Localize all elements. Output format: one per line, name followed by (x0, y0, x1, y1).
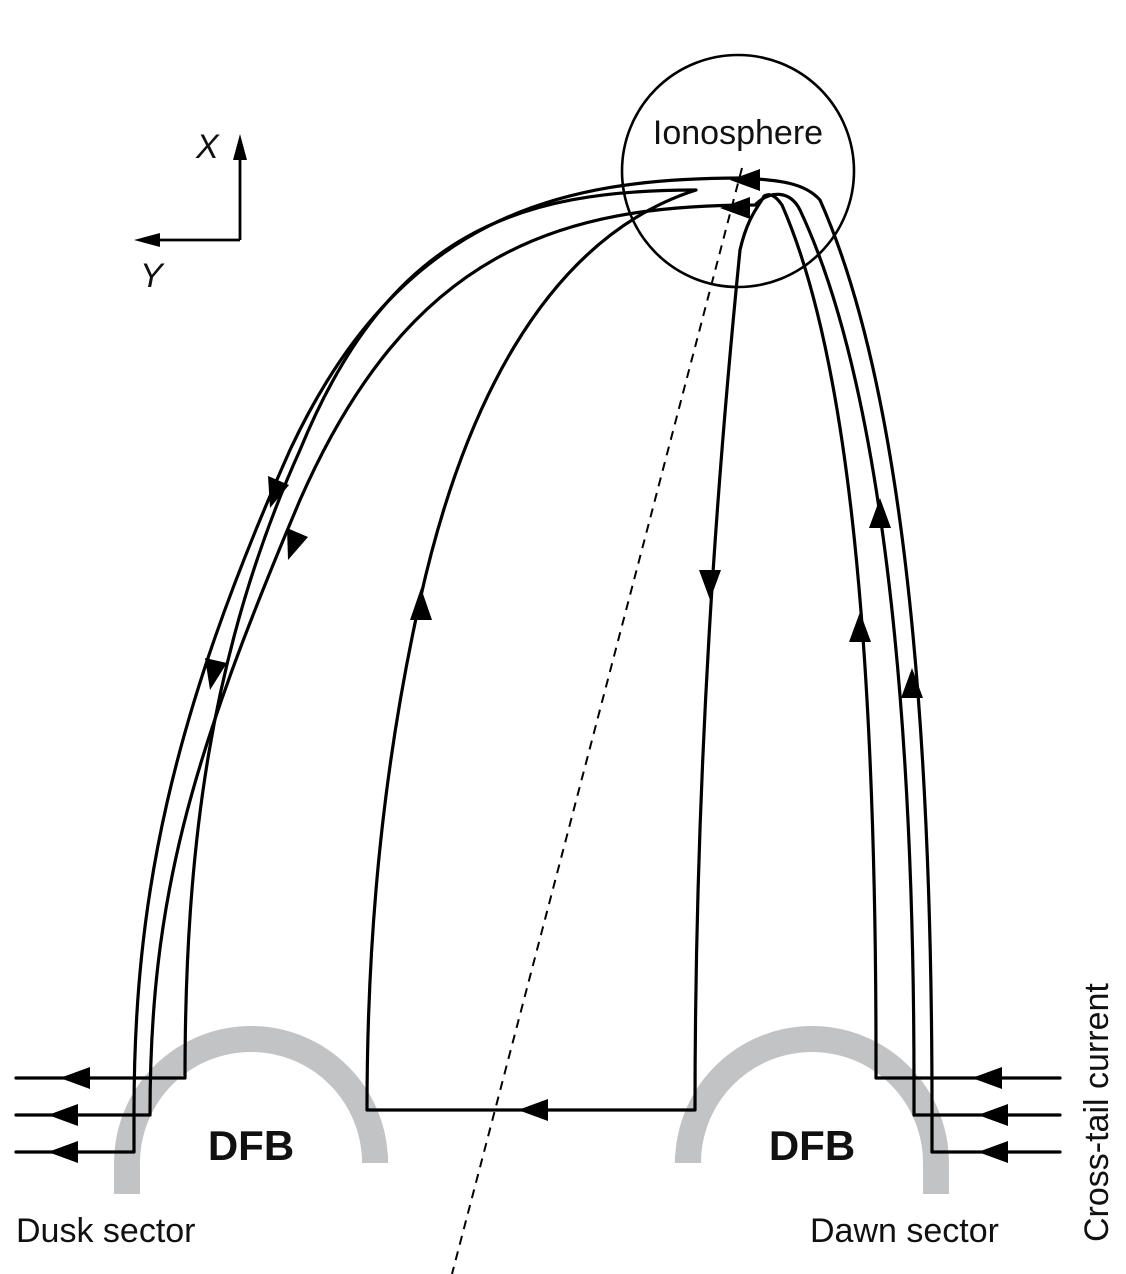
arrow-left-3 (48, 1141, 78, 1163)
arrow-ionosphere-2 (720, 197, 750, 219)
cross-tail-current-label: Cross-tail current (1078, 983, 1116, 1242)
arrow-ionosphere-1 (730, 169, 760, 191)
y-axis-label: Y (140, 257, 165, 295)
arrow-up-right-3 (901, 668, 923, 698)
axes: X Y (134, 128, 247, 295)
arrow-down-inner (699, 570, 721, 600)
dawn-sector-label: Dawn sector (810, 1212, 999, 1250)
dusk-sector-label: Dusk sector (16, 1212, 196, 1250)
ionosphere: Ionosphere (620, 53, 856, 289)
dashed-meridian-line (451, 167, 743, 1274)
dfb-right-arc (675, 1026, 949, 1194)
arrow-down-left-3 (205, 658, 227, 690)
dfb-right: DFB (675, 1026, 949, 1194)
arrow-right-3 (978, 1141, 1008, 1163)
arrow-up-right-1 (869, 498, 891, 528)
dfb-left: DFB (114, 1026, 388, 1194)
current-loop-middle (14, 192, 1062, 1117)
arrow-up-right-2 (849, 612, 871, 642)
x-axis-label: X (195, 128, 220, 166)
arrow-left-1 (60, 1067, 90, 1089)
arrow-right-2 (978, 1104, 1008, 1126)
arrow-right-1 (972, 1067, 1002, 1089)
ionosphere-label: Ionosphere (653, 114, 823, 152)
dfb-right-label: DFB (769, 1122, 855, 1169)
current-loops (14, 176, 1062, 1154)
arrow-up-inner-left (410, 588, 432, 620)
arrow-down-left-2 (287, 528, 308, 560)
arrow-down-left-1 (268, 476, 289, 508)
x-axis-arrow (233, 134, 247, 160)
y-axis-arrow (134, 233, 160, 247)
current-loop-inner (14, 188, 1062, 1112)
current-loop-outer (14, 176, 1062, 1154)
arrow-bottom-connector (518, 1099, 548, 1121)
arrow-left-2 (48, 1104, 78, 1126)
flow-arrows (48, 169, 1008, 1163)
dfb-left-label: DFB (208, 1122, 294, 1169)
ionosphere-circle (620, 53, 856, 289)
dfb-left-arc (114, 1026, 388, 1194)
